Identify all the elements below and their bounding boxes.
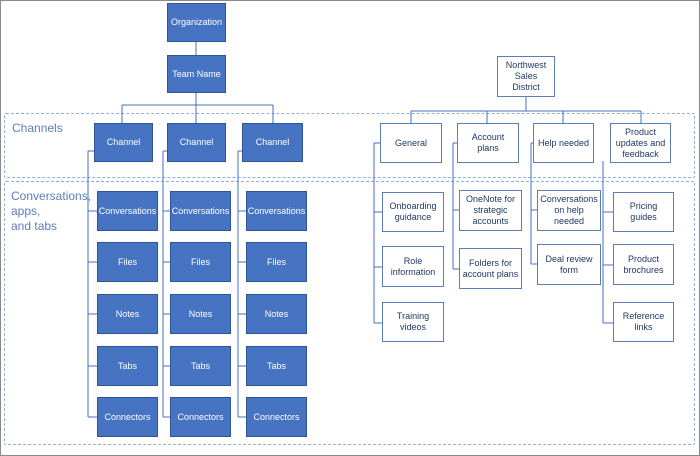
northwest-sales-district-node: Northwest Sales District [497, 56, 555, 97]
channel-node-3: Channel [242, 123, 303, 162]
connectors-node-3: Connectors [246, 397, 307, 437]
tabs-node-3: Tabs [246, 346, 307, 386]
role-information-node: Role information [382, 246, 444, 287]
product-updates-channel-node: Product updates and feedback [610, 123, 671, 163]
folders-account-plans-node: Folders for account plans [459, 248, 522, 289]
tabs-node-2: Tabs [170, 346, 231, 386]
tabs-node-1: Tabs [97, 346, 158, 386]
conversations-help-needed-node: Conversations on help needed [537, 190, 601, 231]
general-channel-node: General [380, 123, 442, 163]
files-node-1: Files [97, 242, 158, 282]
account-plans-channel-node: Account plans [457, 123, 519, 163]
pricing-guides-node: Pricing guides [613, 192, 674, 232]
connectors-node-1: Connectors [97, 397, 158, 437]
channels-region [4, 113, 695, 178]
files-node-3: Files [246, 242, 307, 282]
channels-region-label: Channels [12, 121, 63, 135]
product-brochures-node: Product brochures [613, 244, 674, 285]
channel-node-1: Channel [94, 123, 153, 162]
reference-links-node: Reference links [613, 302, 674, 342]
deal-review-form-node: Deal review form [537, 244, 601, 285]
conversations-node-3: Conversations [246, 191, 307, 231]
help-needed-channel-node: Help needed [533, 123, 594, 163]
conversations-node-2: Conversations [170, 191, 231, 231]
team-name-node: Team Name [167, 55, 226, 93]
channel-node-2: Channel [167, 123, 226, 162]
notes-node-2: Notes [170, 294, 231, 334]
onenote-strategic-accounts-node: OneNote for strategic accounts [459, 190, 522, 231]
conversations-region-label: Conversations, apps, and tabs [11, 189, 92, 233]
connectors-node-2: Connectors [170, 397, 231, 437]
training-videos-node: Training videos [382, 302, 444, 342]
onboarding-guidance-node: Onboarding guidance [382, 192, 444, 232]
conversations-node-1: Conversations [97, 191, 158, 231]
conversations-region [4, 181, 695, 445]
notes-node-3: Notes [246, 294, 307, 334]
notes-node-1: Notes [97, 294, 158, 334]
files-node-2: Files [170, 242, 231, 282]
organization-node: Organization [167, 3, 226, 42]
